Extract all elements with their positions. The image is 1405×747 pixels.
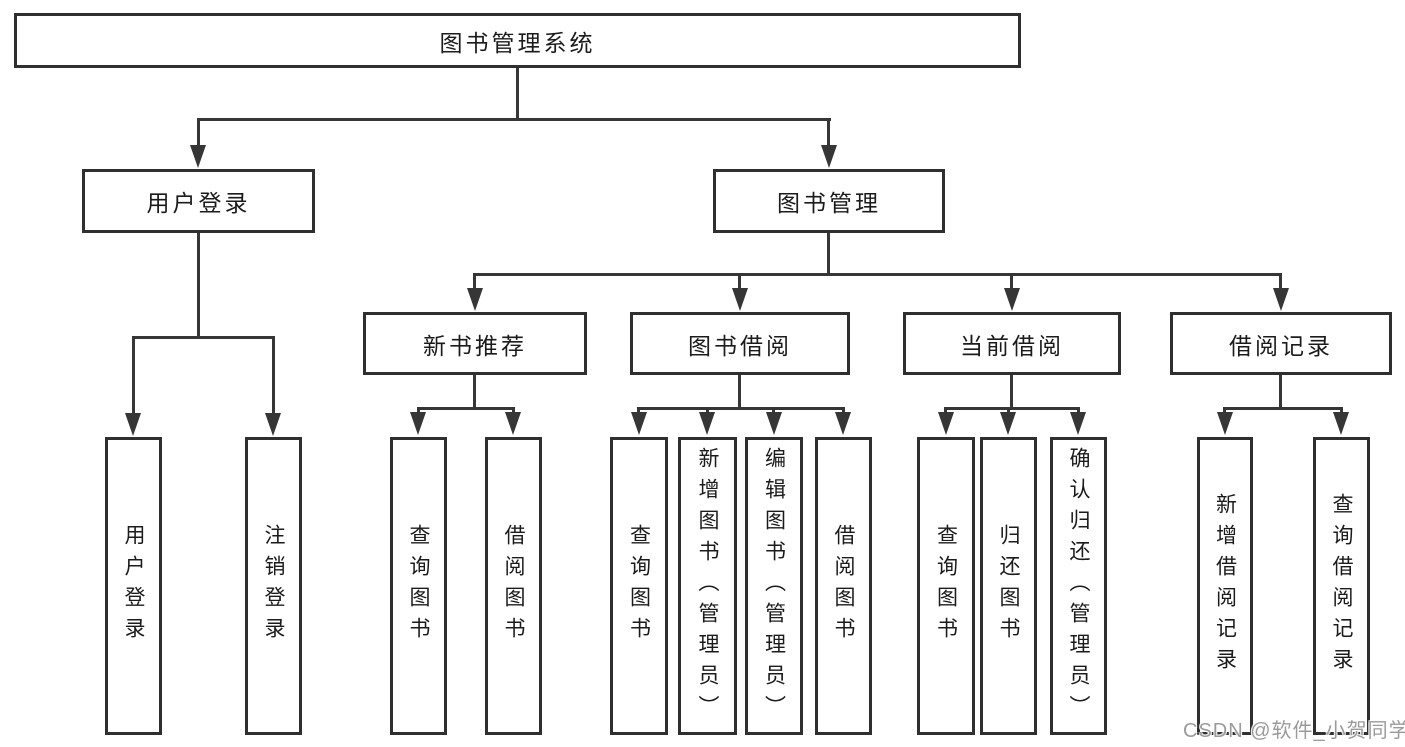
connector-line: [516, 68, 519, 121]
leaf-return-books-label: 归还图书: [997, 524, 1020, 648]
leaf-borrow-books-recommend-label: 借阅图书: [502, 524, 525, 648]
connector-line: [197, 118, 200, 148]
connector-line: [473, 375, 476, 410]
connector-line: [1077, 407, 1080, 416]
arrow-down-icon: [1273, 288, 1289, 311]
connector-line: [1279, 273, 1282, 291]
node-book-management-label: 图书管理: [777, 190, 881, 216]
arrow-down-icon: [1070, 412, 1086, 435]
connector-line: [1279, 375, 1282, 410]
connector-line: [512, 407, 515, 416]
connector-line: [1007, 407, 1010, 416]
leaf-confirm-return-admin-label: 确认归还（管理员）: [1067, 446, 1090, 726]
arrow-down-icon: [467, 288, 483, 311]
leaf-query-books-borrow: 查询图书: [610, 437, 668, 735]
connector-line: [272, 336, 275, 416]
leaf-logout-label: 注销登录: [262, 524, 285, 648]
leaf-query-books-recommend: 查询图书: [390, 437, 447, 735]
node-borrow-records-label: 借阅记录: [1229, 332, 1333, 359]
connector-line: [132, 336, 135, 416]
node-book-borrow-label: 图书借阅: [688, 332, 792, 359]
arrow-down-icon: [265, 413, 281, 436]
arrow-down-icon: [821, 145, 837, 168]
node-current-borrow-label: 当前借阅: [960, 332, 1064, 359]
arrow-down-icon: [631, 412, 647, 435]
node-user-login-label: 用户登录: [146, 190, 251, 216]
leaf-confirm-return-admin: 确认归还（管理员）: [1050, 437, 1107, 735]
connector-line: [827, 233, 830, 276]
connector-line: [944, 407, 1080, 410]
leaf-user-login: 用户登录: [105, 437, 162, 735]
node-root-label: 图书管理系统: [439, 29, 596, 56]
arrow-down-icon: [732, 288, 748, 311]
csdn-watermark: CSDN @软件_小贺同学: [1183, 720, 1405, 742]
leaf-query-borrow-record-label: 查询借阅记录: [1330, 493, 1353, 679]
node-book-management: 图书管理: [713, 169, 945, 233]
leaf-add-borrow-record: 新增借阅记录: [1197, 437, 1253, 735]
arrow-down-icon: [1217, 412, 1233, 435]
connector-line: [1340, 407, 1343, 416]
connector-line: [197, 233, 200, 339]
leaf-borrow-books: 借阅图书: [815, 437, 872, 735]
connector-line: [197, 118, 831, 121]
arrow-down-icon: [938, 412, 954, 435]
arrow-down-icon: [505, 412, 521, 435]
connector-line: [637, 407, 640, 416]
leaf-query-books-current: 查询图书: [917, 437, 975, 735]
arrow-down-icon: [1333, 412, 1349, 435]
connector-line: [417, 407, 515, 410]
leaf-query-books-recommend-label: 查询图书: [407, 524, 430, 648]
connector-line: [637, 407, 845, 410]
leaf-borrow-books-recommend: 借阅图书: [485, 437, 542, 735]
connector-line: [738, 375, 741, 410]
arrow-down-icon: [766, 412, 782, 435]
connector-line: [132, 336, 275, 339]
node-user-login: 用户登录: [82, 169, 315, 233]
arrow-down-icon: [1004, 288, 1020, 311]
connector-line: [738, 273, 741, 291]
connector-line: [1223, 407, 1343, 410]
connector-line: [827, 118, 830, 148]
arrow-down-icon: [125, 413, 141, 436]
connector-line: [1010, 273, 1013, 291]
leaf-add-books-admin-label: 新增图书（管理员）: [696, 446, 719, 726]
leaf-borrow-books-label: 借阅图书: [832, 524, 855, 648]
connector-line: [842, 407, 845, 416]
leaf-return-books: 归还图书: [980, 437, 1037, 735]
connector-line: [1010, 375, 1013, 410]
node-root: 图书管理系统: [14, 13, 1021, 68]
node-book-borrow: 图书借阅: [630, 312, 850, 375]
connector-line: [417, 407, 420, 416]
connector-line: [772, 407, 775, 416]
leaf-edit-books-admin-label: 编辑图书（管理员）: [762, 446, 786, 726]
leaf-add-borrow-record-label: 新增借阅记录: [1213, 493, 1237, 679]
leaf-query-books-current-label: 查询图书: [934, 524, 958, 648]
connector-line: [473, 273, 1282, 276]
connector-line: [473, 273, 476, 291]
node-new-book-recommend: 新书推荐: [363, 312, 587, 375]
connector-line: [1223, 407, 1226, 416]
connector-line: [944, 407, 947, 416]
leaf-user-login-label: 用户登录: [122, 524, 145, 648]
arrow-down-icon: [699, 412, 715, 435]
leaf-edit-books-admin: 编辑图书（管理员）: [745, 437, 803, 735]
arrow-down-icon: [190, 145, 206, 168]
arrow-down-icon: [410, 412, 426, 435]
arrow-down-icon: [1000, 412, 1016, 435]
node-current-borrow: 当前借阅: [903, 312, 1121, 375]
leaf-logout: 注销登录: [245, 437, 302, 735]
leaf-add-books-admin: 新增图书（管理员）: [678, 437, 737, 735]
node-new-book-recommend-label: 新书推荐: [423, 332, 527, 359]
leaf-query-borrow-record: 查询借阅记录: [1313, 437, 1370, 735]
node-borrow-records: 借阅记录: [1170, 312, 1392, 375]
arrow-down-icon: [835, 412, 851, 435]
leaf-query-books-borrow-label: 查询图书: [627, 524, 651, 648]
connector-line: [706, 407, 709, 416]
